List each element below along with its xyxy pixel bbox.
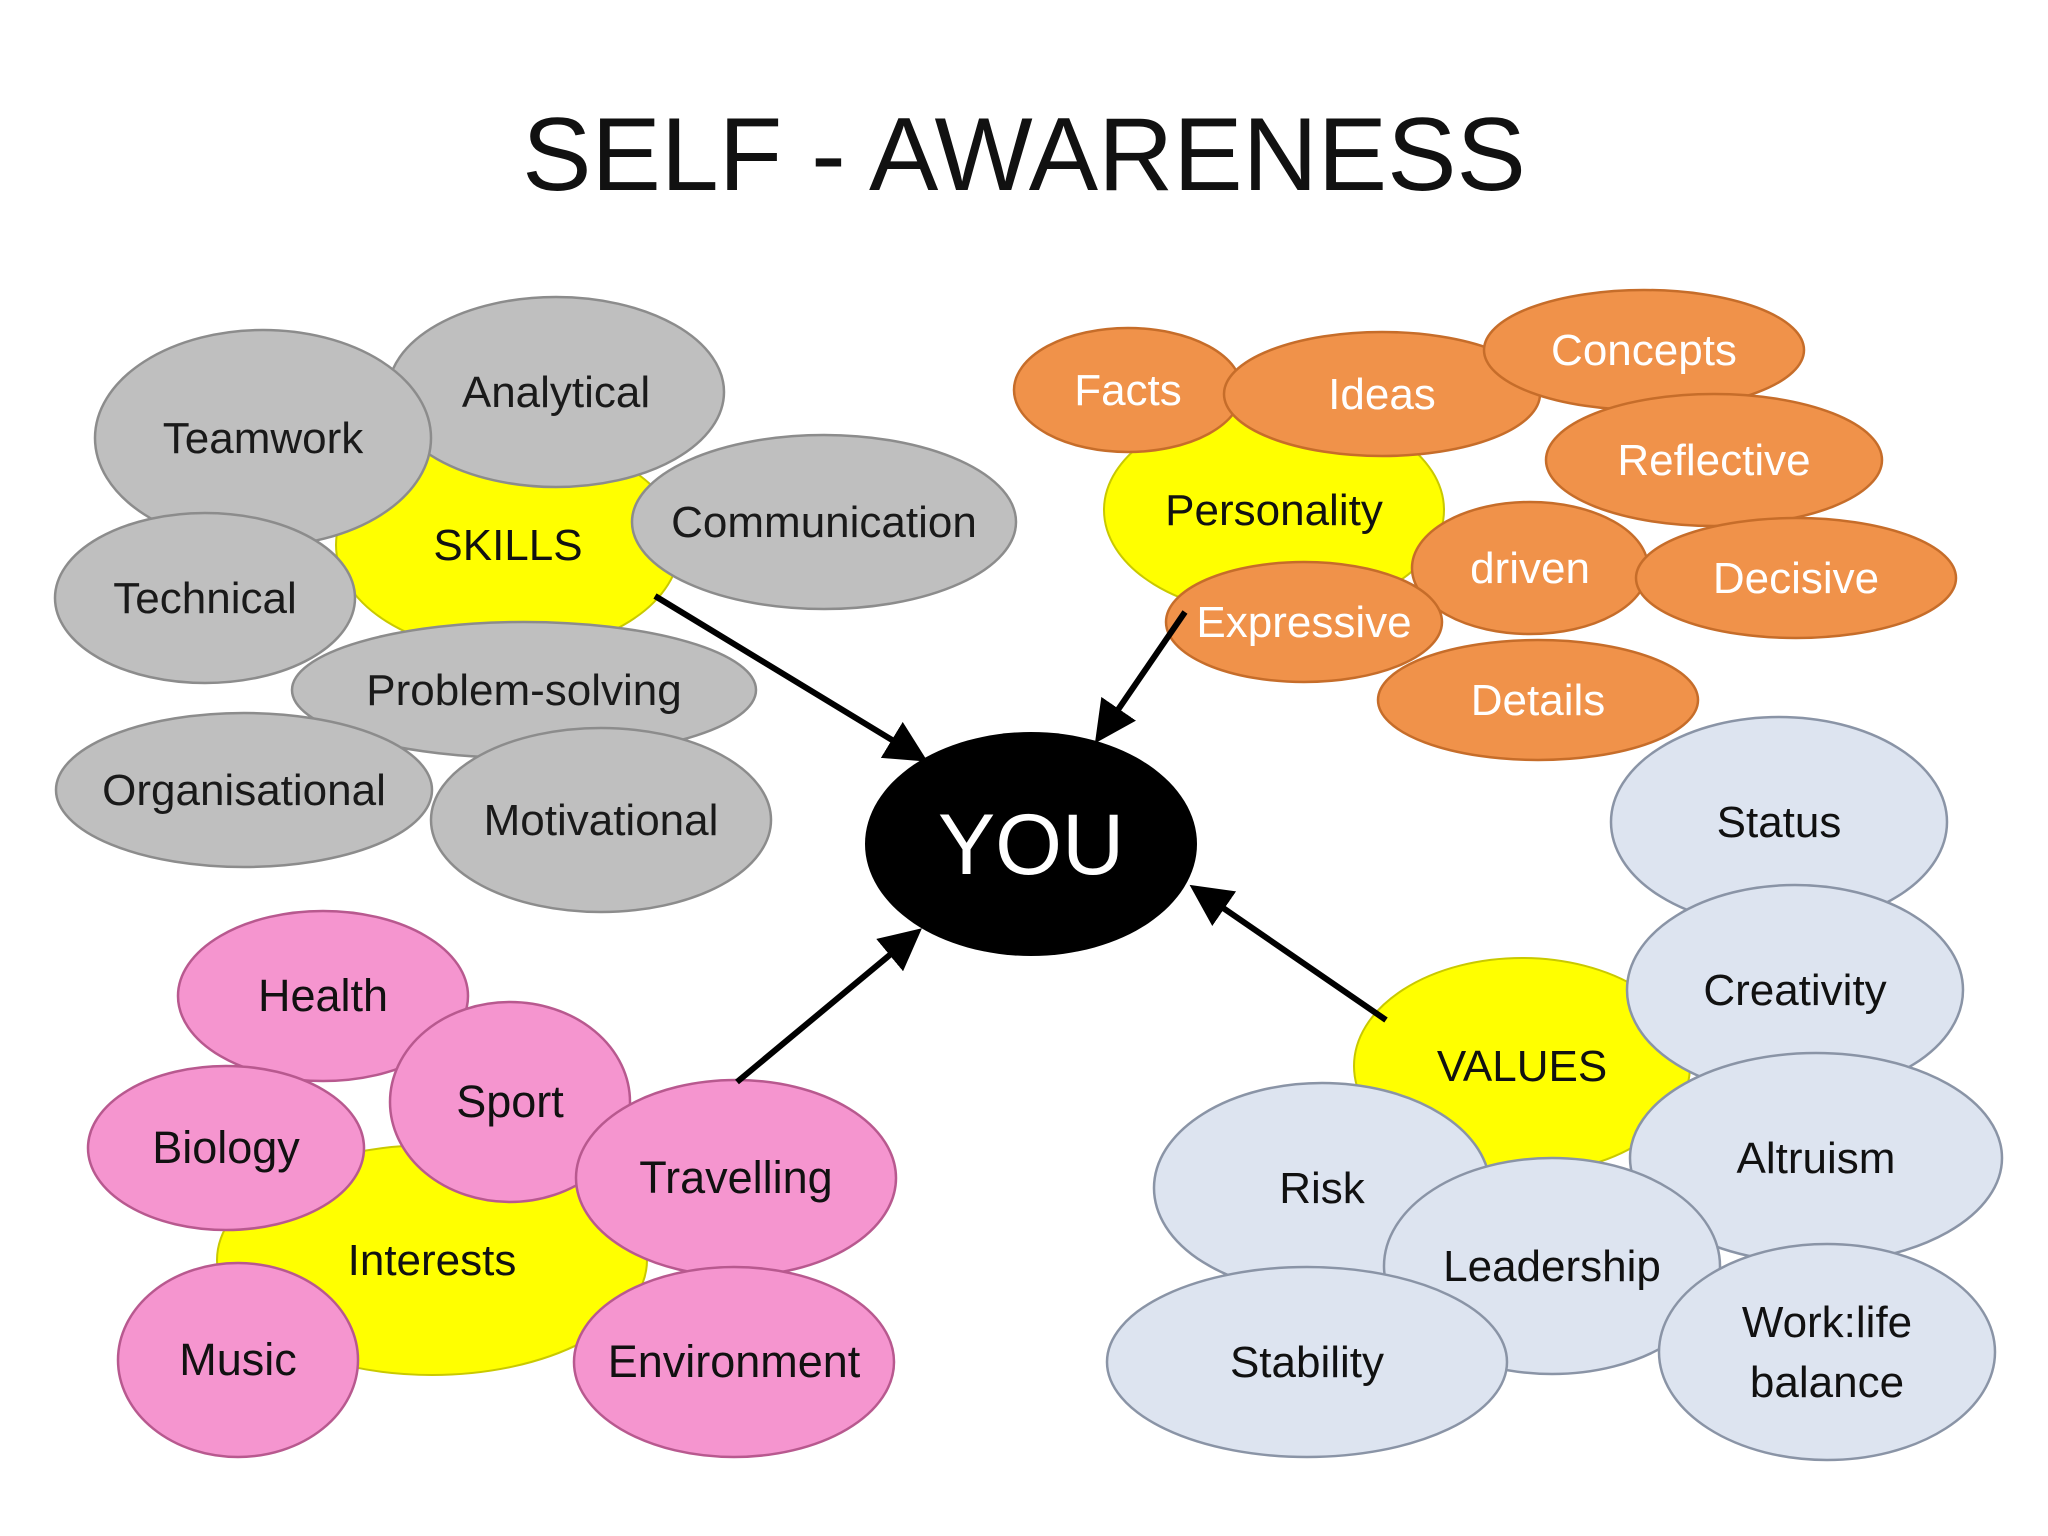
- skill-label-motivational: Motivational: [484, 796, 719, 845]
- skill-bubble-communication: [630, 433, 1018, 611]
- interest-bubble-health: [176, 909, 470, 1083]
- value-bubble-stability: [1105, 1265, 1509, 1459]
- personality-label-driven: driven: [1470, 544, 1590, 593]
- skills-group: SKILLS Analytical Teamwork Technical Com…: [53, 295, 1018, 914]
- personality-group: Personality Facts Ideas Concepts Reflect…: [1012, 288, 1958, 762]
- value-label-altruism: Altruism: [1737, 1134, 1896, 1183]
- skill-label-organisational: Organisational: [102, 766, 386, 815]
- interest-label-environment: Environment: [608, 1336, 861, 1387]
- interest-bubble-environment: [572, 1265, 896, 1459]
- interest-label-biology: Biology: [152, 1122, 300, 1173]
- arrow-values-to-you: [1189, 884, 1388, 1023]
- personality-label-concepts: Concepts: [1551, 326, 1737, 375]
- value-label-stability: Stability: [1230, 1338, 1384, 1387]
- skill-label-technical: Technical: [113, 574, 296, 623]
- skill-bubble-technical: [53, 511, 357, 685]
- value-label-risk: Risk: [1279, 1164, 1366, 1213]
- skill-bubble-organisational: [54, 711, 434, 869]
- personality-label-ideas: Ideas: [1328, 370, 1436, 419]
- skill-label-communication: Communication: [671, 498, 977, 547]
- value-label-worklife-line2: balance: [1750, 1358, 1904, 1407]
- personality-core-label: Personality: [1165, 486, 1383, 535]
- personality-bubble-decisive: [1634, 516, 1958, 640]
- arrow-personality-to-you: [1094, 610, 1188, 744]
- value-label-creativity: Creativity: [1703, 966, 1886, 1015]
- you-center: YOU: [865, 732, 1197, 956]
- skill-label-analytical: Analytical: [462, 368, 650, 417]
- interest-label-travelling: Travelling: [639, 1152, 832, 1203]
- interests-group: Interests Health Sport Biology Travellin…: [86, 909, 898, 1459]
- skills-core-label: SKILLS: [433, 521, 582, 570]
- personality-label-decisive: Decisive: [1713, 554, 1879, 603]
- personality-label-facts: Facts: [1074, 366, 1182, 415]
- values-group: VALUES Status Creativity Altruism Risk L…: [1105, 715, 2004, 1462]
- interest-label-sport: Sport: [456, 1076, 564, 1127]
- personality-label-expressive: Expressive: [1196, 598, 1411, 647]
- interest-bubble-biology: [86, 1064, 366, 1232]
- connector-arrows: [653, 593, 1388, 1085]
- value-label-status: Status: [1717, 798, 1842, 847]
- arrow-skills-to-you: [653, 593, 928, 762]
- personality-label-details: Details: [1471, 676, 1606, 725]
- you-bubble: [865, 732, 1197, 956]
- skill-bubble-motivational: [429, 726, 773, 914]
- personality-bubble-details: [1376, 638, 1700, 762]
- diagram-title: SELF - AWARENESS: [522, 97, 1526, 213]
- interests-core-label: Interests: [348, 1236, 517, 1285]
- skill-label-teamwork: Teamwork: [163, 414, 364, 463]
- value-bubble-worklife-balance: [1657, 1242, 1997, 1462]
- values-core-label: VALUES: [1437, 1042, 1607, 1091]
- interest-label-music: Music: [179, 1334, 297, 1385]
- personality-bubble-expressive: [1164, 560, 1444, 684]
- you-label: YOU: [938, 797, 1124, 893]
- value-label-worklife-line1: Work:life: [1742, 1298, 1912, 1347]
- interest-bubble-sport: [388, 1000, 632, 1204]
- skill-label-problem-solving: Problem-solving: [366, 666, 681, 715]
- arrow-interests-to-you: [735, 928, 922, 1085]
- interest-bubble-music: [116, 1261, 360, 1459]
- value-label-leadership: Leadership: [1443, 1242, 1661, 1291]
- personality-label-reflective: Reflective: [1617, 436, 1810, 485]
- interest-label-health: Health: [258, 970, 388, 1021]
